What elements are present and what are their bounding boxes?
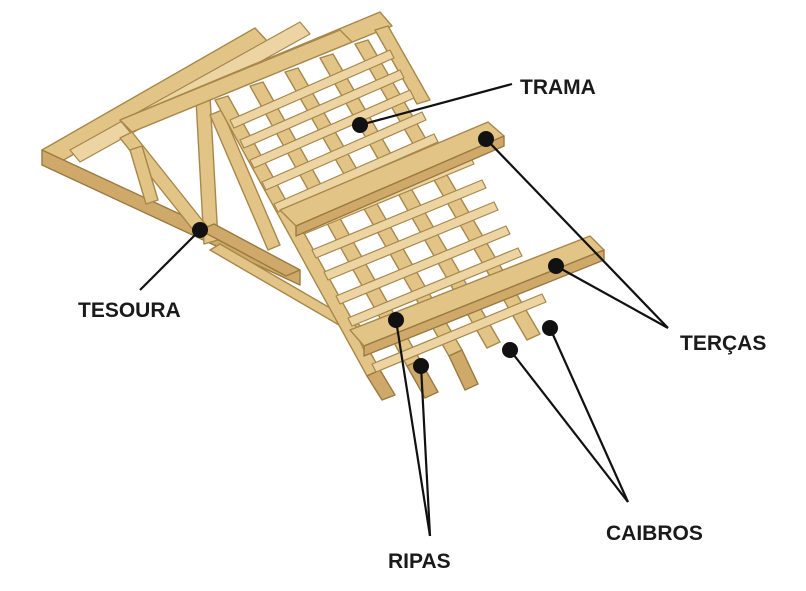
- terca-upper-marker: [478, 131, 494, 147]
- trama-marker: [352, 117, 368, 133]
- label-tesoura: TESOURA: [78, 299, 181, 322]
- label-caibros: CAIBROS: [606, 522, 703, 545]
- truss-tesoura: [41, 11, 393, 337]
- ripa-lower-marker: [413, 358, 429, 374]
- label-tercas: TERÇAS: [680, 332, 766, 355]
- terca-lower-marker: [548, 258, 564, 274]
- label-ripas: RIPAS: [388, 550, 451, 573]
- ripa-upper-marker: [388, 312, 404, 328]
- caibro-right-marker: [542, 320, 558, 336]
- annotation-leaders: [139, 82, 669, 537]
- tesoura-marker: [192, 222, 208, 238]
- label-trama: TRAMA: [520, 76, 596, 99]
- purlins-tercas: [119, 29, 605, 357]
- battens-ripas: [229, 49, 547, 373]
- caibro-left-marker: [502, 342, 518, 358]
